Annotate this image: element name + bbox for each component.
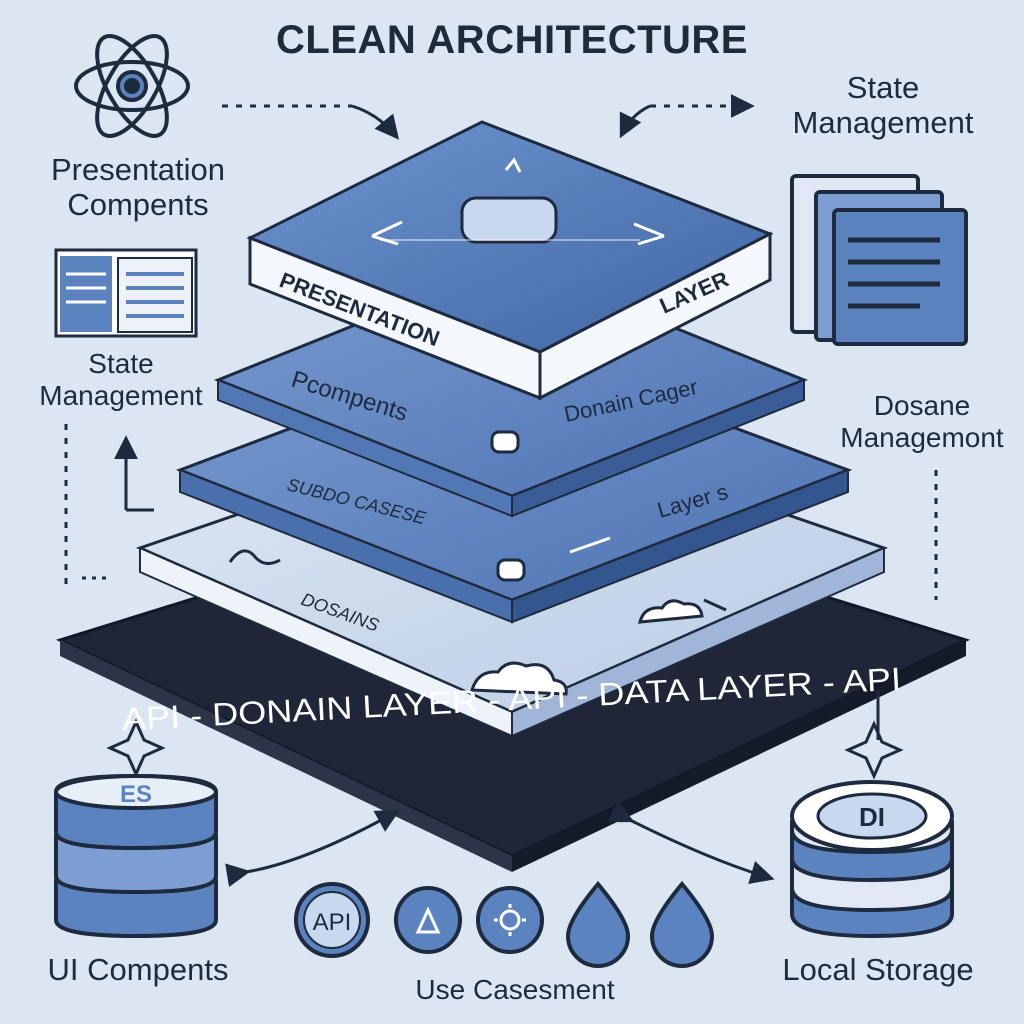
presentation-components-line2: Compents — [67, 187, 209, 222]
presentation-components-line1: Presentation — [50, 152, 226, 187]
ui-components-label: UI Compents — [47, 952, 229, 987]
domain-management-line1: Dosane — [873, 390, 971, 421]
ui-storage-stack-icon — [54, 773, 218, 939]
local-storage-stack-icon — [790, 780, 954, 939]
state-management-left-line2: Management — [39, 380, 203, 411]
presentation-layer — [246, 120, 774, 401]
state-management-left-line1: State — [88, 348, 154, 379]
local-storage-badge: DI — [859, 802, 885, 832]
document-stack-icon — [790, 174, 968, 346]
use-cases-label: Use Casesment — [415, 974, 615, 1005]
sparkle-icon-right — [844, 720, 904, 780]
state-management-top-line2: Management — [792, 105, 974, 140]
document-panel-icon — [54, 248, 198, 338]
state-management-top-label: State Management — [768, 70, 998, 140]
state-management-left-label: State Management — [16, 348, 226, 412]
domain-management-label: Dosane Managemont — [824, 390, 1020, 454]
domain-management-line2: Managemont — [840, 422, 1004, 453]
droplet-icon — [649, 880, 715, 968]
bottom-icon-row — [294, 880, 715, 968]
atom-icon — [74, 34, 190, 138]
api-badge-label: API — [313, 909, 352, 936]
ui-storage-badge: ES — [120, 781, 152, 808]
diagram-title: CLEAN ARCHITECTURE — [276, 18, 748, 62]
presentation-components-label: Presentation Compents — [22, 152, 254, 222]
flow-arrows — [64, 94, 938, 887]
cluster-icon — [394, 886, 462, 954]
state-management-top-line1: State — [846, 70, 920, 105]
local-storage-label: Local Storage — [782, 952, 974, 987]
droplet-icon — [565, 880, 631, 968]
gear-icon — [476, 886, 544, 954]
